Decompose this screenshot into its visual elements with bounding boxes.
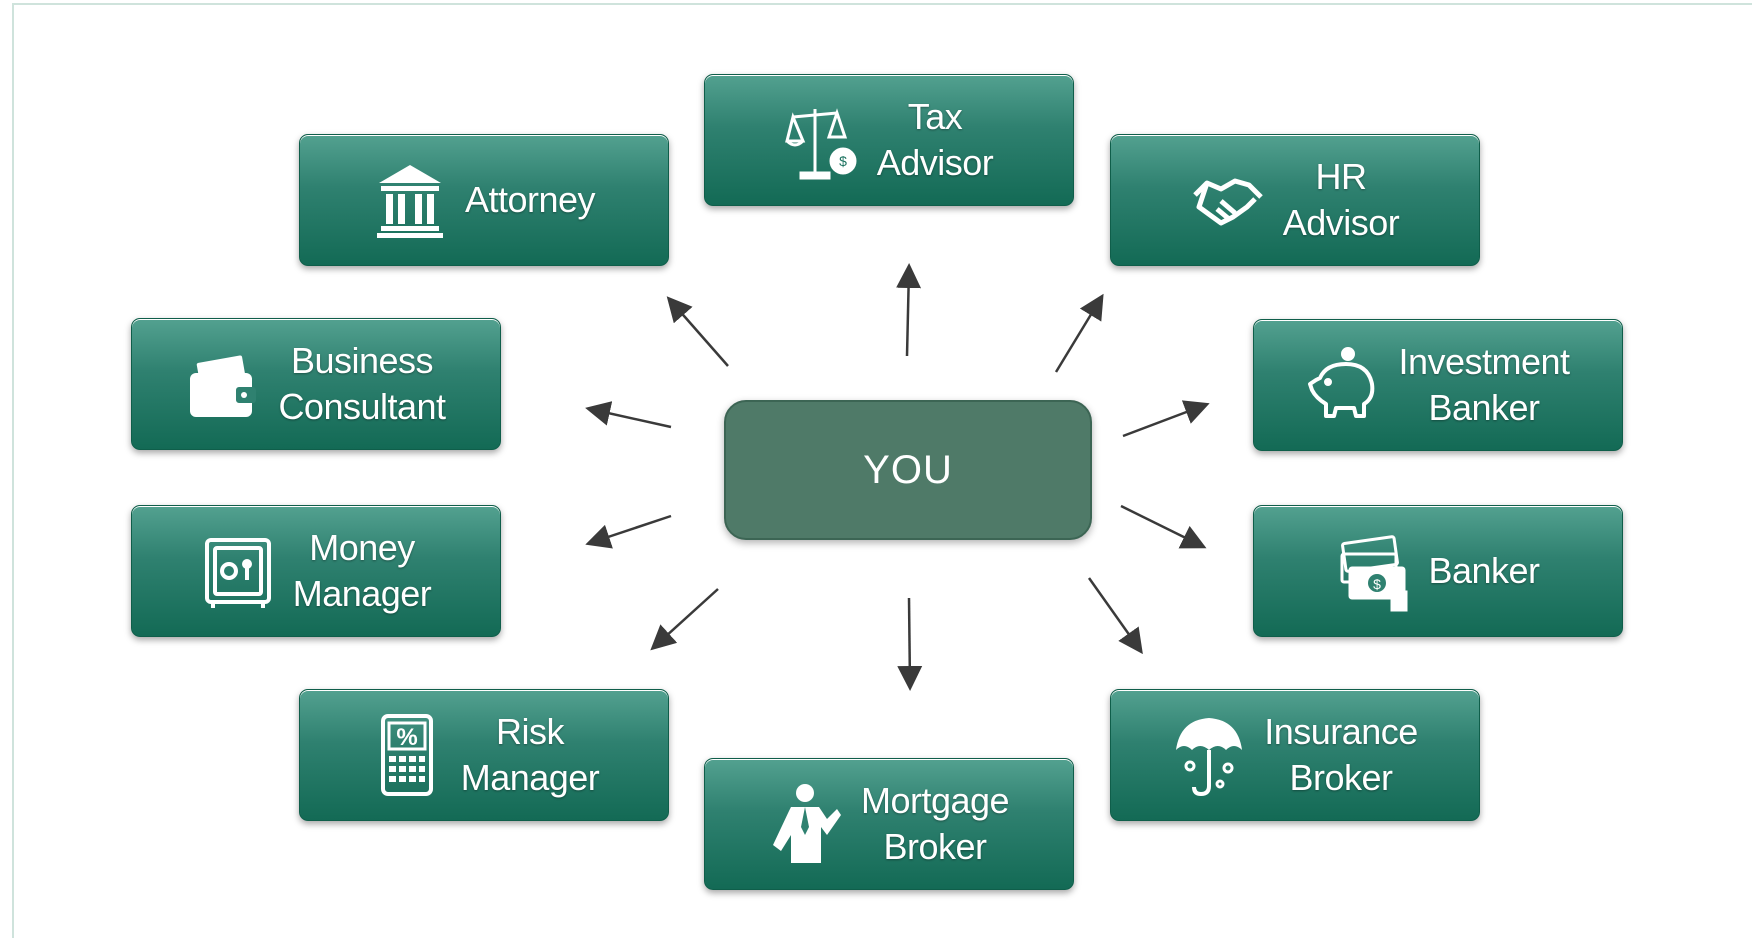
attorney-card: Attorney	[299, 134, 669, 266]
tax-advisor-card: $ Tax Advisor	[704, 74, 1074, 206]
tax-advisor-line2: Advisor	[876, 142, 994, 183]
business-consultant-line2: Consultant	[278, 386, 446, 427]
money-manager-label: Money Manager	[293, 525, 432, 617]
attorney-line1: Attorney	[464, 179, 596, 220]
calculator-icon: %	[369, 710, 443, 800]
handshake-icon	[1191, 155, 1265, 245]
risk-manager-card: % Risk Manager	[299, 689, 669, 821]
tax-advisor-line1: Tax	[907, 96, 963, 137]
banker-label: Banker	[1428, 548, 1540, 594]
mortgage-broker-line2: Broker	[883, 826, 987, 867]
tax-advisor-label: Tax Advisor	[877, 94, 994, 186]
mortgage-broker-label: Mortgage Broker	[860, 778, 1010, 870]
business-consultant-line1: Business	[290, 340, 434, 381]
money-manager-line2: Manager	[292, 573, 432, 614]
investment-banker-line2: Banker	[1428, 387, 1540, 428]
banker-card: $ Banker	[1253, 505, 1623, 637]
attorney-label: Attorney	[464, 177, 596, 223]
business-consultant-card: Business Consultant	[131, 318, 501, 450]
risk-manager-line1: Risk	[496, 711, 564, 752]
risk-manager-line2: Manager	[460, 757, 600, 798]
wallet-icon	[186, 339, 260, 429]
investment-banker-line1: Investment	[1398, 341, 1570, 382]
business-consultant-label: Business Consultant	[278, 338, 446, 430]
mortgage-broker-line1: Mortgage	[860, 780, 1010, 821]
insurance-broker-label: Insurance Broker	[1264, 709, 1418, 801]
risk-manager-label: Risk Manager	[461, 709, 600, 801]
insurance-broker-line2: Broker	[1289, 757, 1393, 798]
mortgage-broker-card: Mortgage Broker	[704, 758, 1074, 890]
insurance-broker-card: Insurance Broker	[1110, 689, 1480, 821]
hr-advisor-line1: HR	[1315, 156, 1367, 197]
cash-icon: $	[1336, 526, 1410, 616]
hr-advisor-card: HR Advisor	[1110, 134, 1480, 266]
svg-text:$: $	[839, 153, 847, 169]
diagram-frame	[12, 3, 1752, 938]
scales-icon: $	[784, 95, 859, 185]
svg-text:%: %	[396, 724, 417, 751]
piggy-bank-icon	[1306, 340, 1380, 430]
umbrella-icon	[1172, 710, 1246, 800]
svg-text:$: $	[1374, 576, 1382, 592]
safe-icon	[201, 526, 275, 616]
banker-line1: Banker	[1428, 550, 1540, 591]
center-you-box: YOU	[724, 400, 1092, 540]
investment-banker-label: Investment Banker	[1398, 339, 1570, 431]
hr-advisor-label: HR Advisor	[1283, 154, 1400, 246]
money-manager-line1: Money	[309, 527, 415, 568]
investment-banker-card: Investment Banker	[1253, 319, 1623, 451]
insurance-broker-line1: Insurance	[1264, 711, 1418, 752]
center-label: YOU	[863, 447, 953, 492]
courthouse-icon	[373, 155, 447, 245]
money-manager-card: Money Manager	[131, 505, 501, 637]
hr-advisor-line2: Advisor	[1282, 202, 1400, 243]
person-icon	[769, 779, 843, 869]
